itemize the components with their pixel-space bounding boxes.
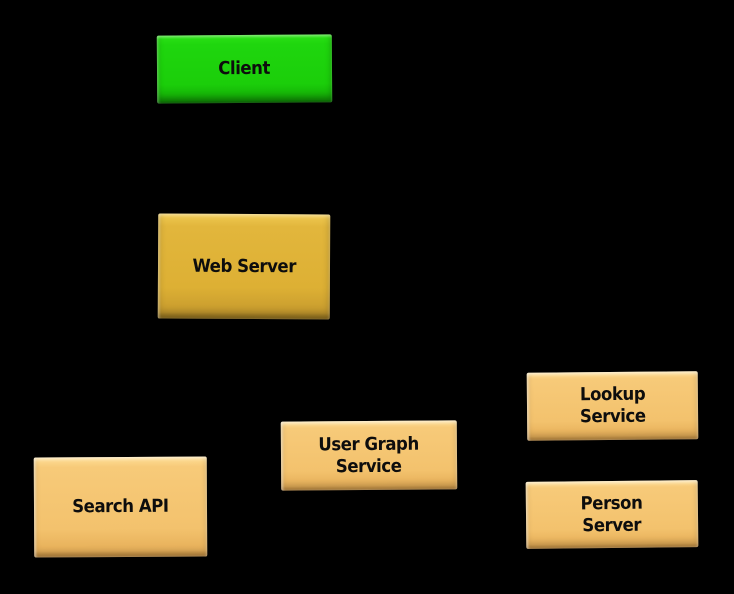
node-web-server: Web Server — [157, 213, 331, 320]
node-client: Client — [156, 34, 333, 104]
node-lookup-service: Lookup Service — [526, 371, 699, 441]
node-person-server: Person Server — [525, 480, 699, 549]
node-person-server-label: Person Server — [580, 492, 643, 536]
node-client-label: Client — [218, 57, 271, 80]
node-lookup-service-label: Lookup Service — [579, 383, 646, 428]
node-user-graph-service-label: User Graph Service — [318, 433, 420, 477]
node-web-server-label: Web Server — [192, 255, 296, 277]
node-search-api-label: Search API — [72, 495, 169, 518]
node-user-graph-service: User Graph Service — [280, 420, 458, 491]
node-search-api: Search API — [33, 456, 208, 558]
